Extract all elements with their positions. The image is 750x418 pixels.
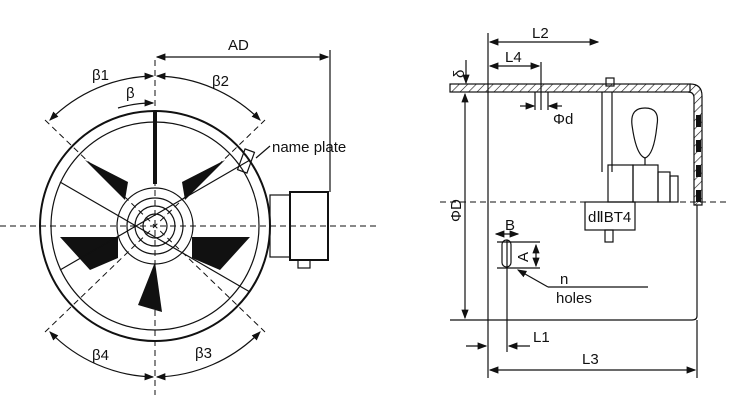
phi-D-label: ΦD xyxy=(448,199,465,222)
L4-label: L4 xyxy=(505,49,522,66)
L3-label: L3 xyxy=(582,351,599,368)
blade xyxy=(182,160,225,200)
B-label: B xyxy=(505,217,515,234)
explosion-mark: dⅡBT4 xyxy=(588,209,631,226)
L1-label: L1 xyxy=(533,329,550,346)
A-label: A xyxy=(515,252,532,262)
beta1-label: β1 xyxy=(92,67,109,84)
n-label: n xyxy=(560,271,568,288)
front-view: name plate AD β1 β β2 β4 β3 xyxy=(0,37,380,395)
motor: dⅡBT4 xyxy=(584,77,679,243)
hub-ring xyxy=(126,197,184,255)
beta2-arc xyxy=(155,72,261,121)
hub-center xyxy=(142,213,168,239)
beta3-label: β3 xyxy=(195,345,212,362)
name-plate-label: name plate xyxy=(272,139,346,156)
holes-label: holes xyxy=(556,290,592,307)
L2-label: L2 xyxy=(532,25,549,42)
casing-wall xyxy=(449,83,691,93)
beta-label: β xyxy=(126,85,135,102)
side-view: dⅡBT4 δ L2 L4 Φd ΦD A B n holes L1 xyxy=(440,25,730,378)
blade xyxy=(138,262,162,312)
beta3-arc xyxy=(155,331,261,381)
delta-label: δ xyxy=(451,70,468,78)
name-plate xyxy=(236,148,256,174)
beta-arc xyxy=(117,99,155,109)
beta2-label: β2 xyxy=(212,73,229,90)
strut xyxy=(59,159,251,271)
beta1-arc xyxy=(49,72,155,121)
blade xyxy=(85,160,128,200)
phi-d-label: Φd xyxy=(553,111,573,128)
blade xyxy=(192,237,250,270)
blade-edge xyxy=(153,112,157,184)
beta4-label: β4 xyxy=(92,347,109,364)
beta4-arc xyxy=(49,331,155,381)
strut xyxy=(59,181,251,293)
AD-label: AD xyxy=(228,37,249,54)
